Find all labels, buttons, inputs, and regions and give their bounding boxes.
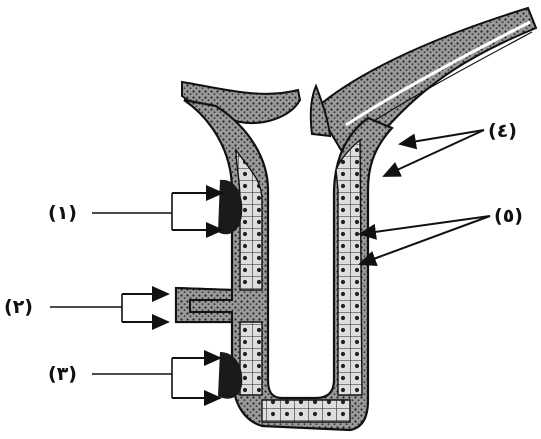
label-5: (٥) (494, 205, 523, 227)
cell-layer-bottom (262, 400, 350, 422)
callout-4: (٤) (384, 120, 517, 176)
label-1: (١) (48, 202, 77, 224)
cell-layer-left (236, 150, 262, 395)
label-3: (٣) (48, 363, 77, 385)
callout-5: (٥) (360, 205, 523, 264)
callout-1: (١) (48, 193, 222, 230)
cell-layer-right (336, 140, 362, 395)
callout-2: (٢) (4, 294, 168, 322)
label-2: (٢) (4, 296, 33, 318)
label-4: (٤) (488, 120, 517, 142)
callout-3: (٣) (48, 358, 220, 398)
